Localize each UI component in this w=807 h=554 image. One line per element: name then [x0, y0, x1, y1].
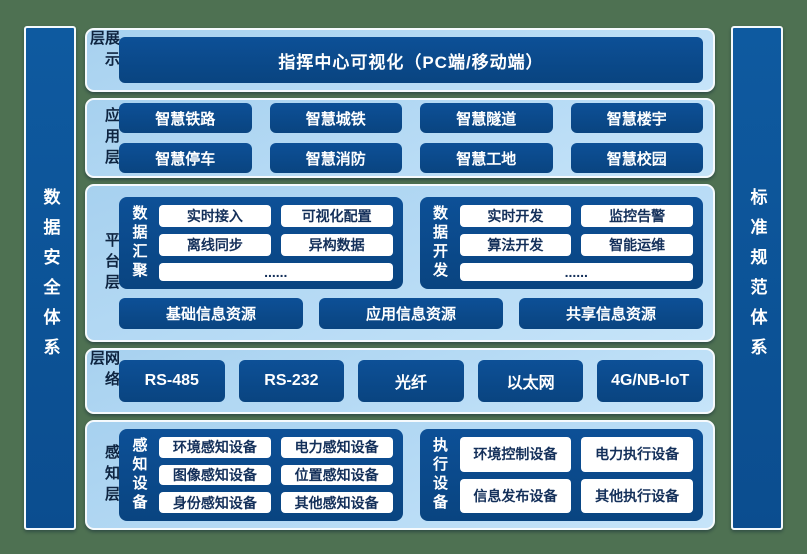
layer-label-platform: 平台层	[103, 231, 120, 295]
ellipsis-item: ......	[459, 263, 693, 281]
platform-item: 算法开发	[459, 234, 572, 256]
platform-item: 可视化配置	[280, 205, 393, 227]
network-box: 以太网	[477, 360, 584, 402]
sensing-item: 环境感知设备	[159, 437, 271, 458]
sensing-device-items: 环境感知设备 电力感知设备 图像感知设备 位置感知设备 身份感知设备 其他感知设…	[159, 437, 393, 513]
platform-item: 离线同步	[159, 234, 271, 256]
network-box: 光纤	[358, 360, 464, 402]
platform-item: 智能运维	[581, 234, 693, 256]
execution-item: 其他执行设备	[581, 478, 693, 513]
sensing-item: 图像感知设备	[159, 464, 271, 486]
execution-item: 信息发布设备	[459, 478, 572, 513]
platform-group-data-aggregation: 数据汇聚 实时接入 可视化配置 离线同步 异构数据 ......	[119, 197, 403, 289]
network-box: 4G/NB-IoT	[597, 360, 703, 402]
layer-label-application: 应用层	[103, 106, 120, 170]
platform-item: 实时开发	[459, 205, 572, 227]
sensing-item: 位置感知设备	[280, 464, 393, 486]
perception-group-sensing: 感知设备 环境感知设备 电力感知设备 图像感知设备 位置感知设备 身份感知设备 …	[119, 429, 403, 521]
sensing-item: 身份感知设备	[159, 492, 271, 513]
layer-label-display: 展示层	[88, 30, 120, 72]
layer-panel-perception: 感知层 感知设备 环境感知设备 电力感知设备 图像感知设备 位置感知设备 身份感…	[85, 420, 715, 530]
pillar-data-security-label: 数据安全体系	[40, 188, 60, 368]
group-label-sensing-devices: 感知设备	[130, 437, 148, 513]
execution-item: 环境控制设备	[459, 437, 572, 472]
group-label-data-development: 数据开发	[431, 205, 448, 281]
network-box: RS-232	[238, 360, 345, 402]
layer-panel-application: 应用层 智慧铁路 智慧城铁 智慧隧道 智慧楼宇 智慧停车 智慧消防 智慧工地 智…	[85, 98, 715, 178]
app-box: 智慧停车	[119, 143, 252, 173]
group-label-execution-devices: 执行设备	[431, 437, 448, 513]
sensing-item: 电力感知设备	[280, 437, 393, 458]
layer-label-network: 网络层	[88, 350, 120, 392]
display-main-box: 指挥中心可视化（PC端/移动端）	[119, 37, 703, 83]
network-row: RS-485 RS-232 光纤 以太网 4G/NB-IoT	[119, 360, 703, 402]
network-box: RS-485	[119, 360, 225, 402]
platform-item: 异构数据	[280, 234, 393, 256]
perception-groups-row: 感知设备 环境感知设备 电力感知设备 图像感知设备 位置感知设备 身份感知设备 …	[119, 429, 703, 521]
platform-group-data-development: 数据开发 实时开发 监控告警 算法开发 智能运维 ......	[419, 197, 703, 289]
data-development-items: 实时开发 监控告警 算法开发 智能运维 ......	[459, 205, 693, 281]
app-box: 智慧城铁	[269, 103, 402, 133]
resource-box: 基础信息资源	[119, 298, 303, 329]
sensing-item: 其他感知设备	[280, 492, 393, 513]
platform-resources-row: 基础信息资源 应用信息资源 共享信息资源	[119, 298, 703, 329]
perception-group-execution: 执行设备 环境控制设备 电力执行设备 信息发布设备 其他执行设备	[419, 429, 703, 521]
layer-stack: 展示层 指挥中心可视化（PC端/移动端） 应用层 智慧铁路 智慧城铁 智慧隧道 …	[85, 28, 715, 532]
resource-box: 共享信息资源	[519, 298, 703, 329]
app-box: 智慧楼宇	[570, 103, 703, 133]
data-aggregation-items: 实时接入 可视化配置 离线同步 异构数据 ......	[159, 205, 393, 281]
app-box: 智慧工地	[420, 143, 553, 173]
app-box: 智慧消防	[269, 143, 402, 173]
group-label-data-aggregation: 数据汇聚	[130, 205, 148, 281]
platform-item: 实时接入	[159, 205, 271, 227]
layer-label-perception: 感知层	[103, 443, 120, 507]
application-grid: 智慧铁路 智慧城铁 智慧隧道 智慧楼宇 智慧停车 智慧消防 智慧工地 智慧校园	[119, 103, 703, 173]
platform-groups-row: 数据汇聚 实时接入 可视化配置 离线同步 异构数据 ...... 数据开发 实时…	[119, 197, 703, 289]
app-box: 智慧隧道	[420, 103, 553, 133]
app-box: 智慧校园	[570, 143, 703, 173]
pillar-data-security: 数据安全体系	[24, 26, 76, 530]
execution-item: 电力执行设备	[581, 437, 693, 472]
pillar-standards-label: 标准规范体系	[747, 188, 767, 368]
layer-panel-display: 展示层 指挥中心可视化（PC端/移动端）	[85, 28, 715, 92]
layer-panel-network: 网络层 RS-485 RS-232 光纤 以太网 4G/NB-IoT	[85, 348, 715, 414]
execution-device-items: 环境控制设备 电力执行设备 信息发布设备 其他执行设备	[459, 437, 693, 513]
resource-box: 应用信息资源	[319, 298, 503, 329]
app-box: 智慧铁路	[119, 103, 252, 133]
platform-item: 监控告警	[581, 205, 693, 227]
ellipsis-item: ......	[159, 263, 393, 281]
layer-panel-platform: 平台层 数据汇聚 实时接入 可视化配置 离线同步 异构数据 ......	[85, 184, 715, 342]
pillar-standards: 标准规范体系	[731, 26, 783, 530]
